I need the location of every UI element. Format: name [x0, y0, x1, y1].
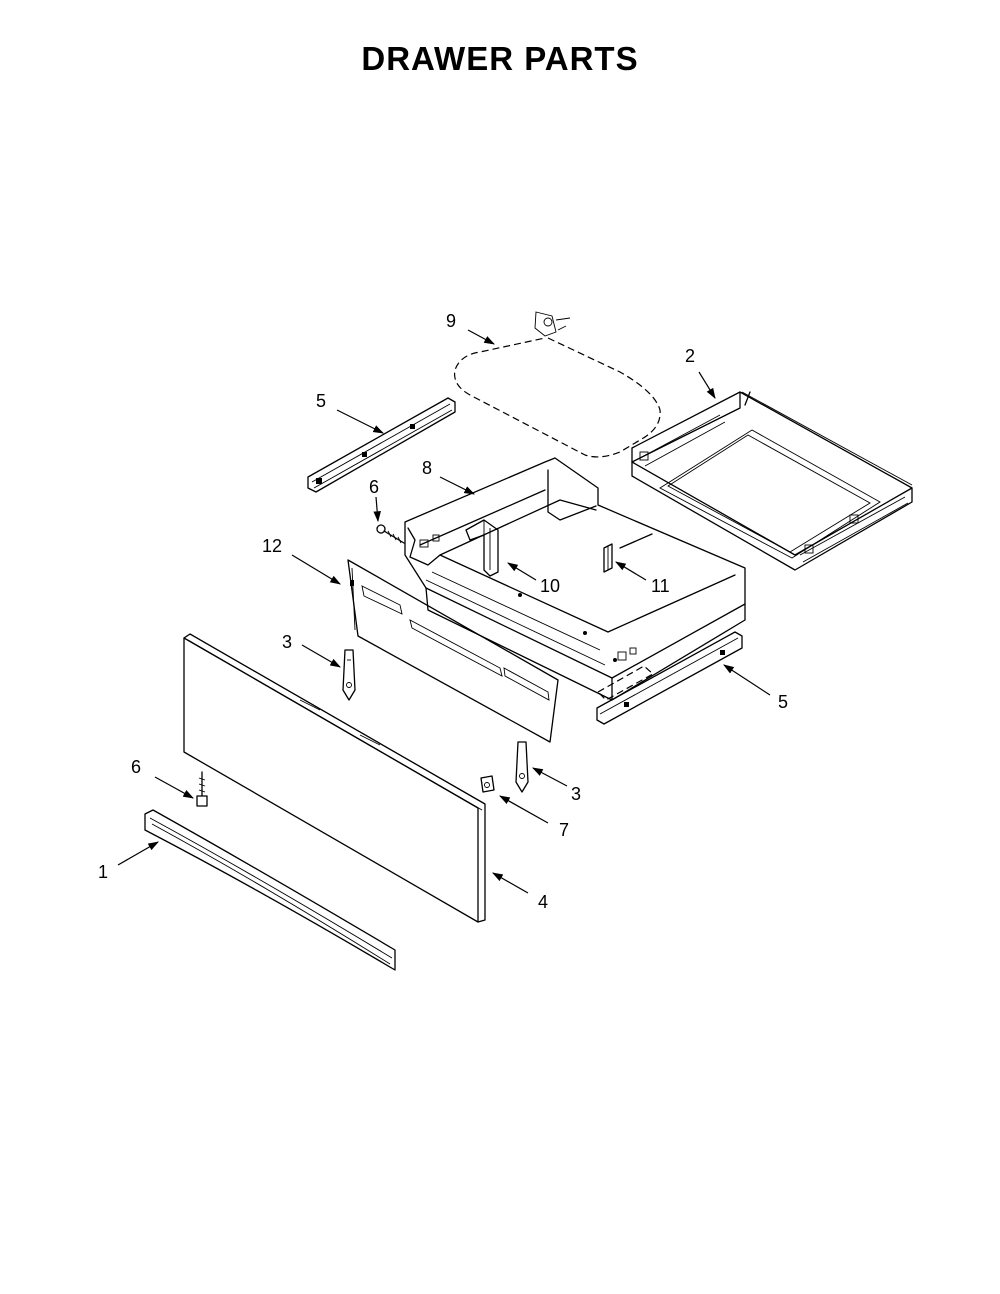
- callout-5-upper: 5: [316, 391, 326, 411]
- part-5-slide-rail-left: [307, 397, 456, 493]
- callout-1: 1: [98, 862, 108, 882]
- part-2-drawer-tray: [631, 391, 913, 571]
- callout-12: 12: [262, 536, 282, 556]
- part-1-drawer-handle: [144, 809, 396, 971]
- part-8-drawer-body: [404, 457, 746, 701]
- part-3-clip-upper: [342, 649, 356, 701]
- callout-4: 4: [538, 892, 548, 912]
- callout-5-lower: 5: [778, 692, 788, 712]
- callout-6-lower: 6: [131, 757, 141, 777]
- callout-2: 2: [685, 346, 695, 366]
- part-6-screw-lower: [196, 771, 208, 807]
- callout-3-lower: 3: [571, 784, 581, 804]
- callout-10: 10: [540, 576, 560, 596]
- callout-9: 9: [446, 311, 456, 331]
- part-3-clip-lower: [515, 741, 529, 793]
- page-title: DRAWER PARTS: [361, 40, 639, 77]
- callout-11: 11: [651, 576, 670, 596]
- callout-labels: 9 2 5 8 6 12 10 11 3 5 6 3 7 1 4: [98, 311, 788, 912]
- part-5-slide-rail-right: [596, 631, 743, 725]
- part-10-drawer-bracket: [465, 519, 499, 577]
- callout-8: 8: [422, 458, 432, 478]
- part-9-wire-assembly: [453, 311, 661, 458]
- part-12-drawer-liner: [347, 559, 559, 743]
- callout-3-upper: 3: [282, 632, 292, 652]
- part-4-drawer-front: [183, 633, 486, 923]
- part-6-screw-upper: [376, 524, 405, 544]
- callout-6-upper: 6: [369, 477, 379, 497]
- part-11-rear-bracket: [603, 533, 653, 573]
- callout-leaders: [117, 329, 771, 894]
- callout-7: 7: [559, 820, 569, 840]
- part-7-clip-nut: [480, 775, 495, 793]
